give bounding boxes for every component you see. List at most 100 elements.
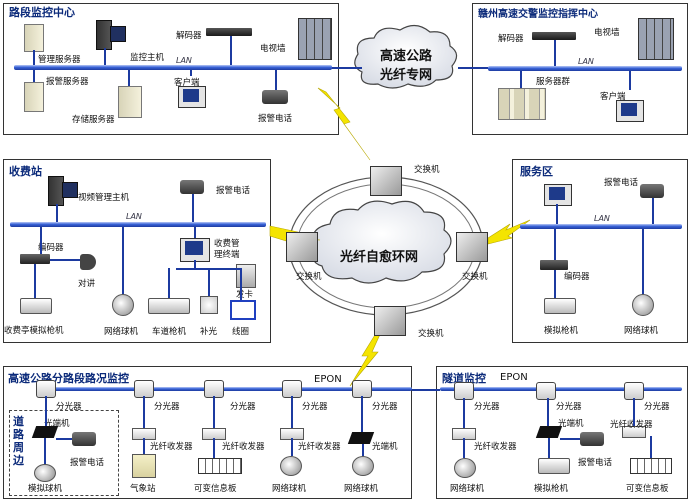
ring-cloud-label: 光纤自愈环网 [340, 250, 419, 265]
ring-cloud [311, 200, 452, 284]
tunnel-alarm-phone-label: 报警电话 [578, 458, 613, 468]
service-alarm-phone-label: 报警电话 [604, 178, 639, 188]
server-group-icon [498, 88, 546, 120]
alarm-phone-icon [262, 90, 288, 104]
switch-left-label: 交换机 [296, 272, 322, 282]
coil-icon [230, 300, 256, 320]
roadside-char-1: 道 [13, 415, 24, 428]
highway-epon-bus [54, 387, 412, 391]
highway-monitor-title: 高速公路分路段路况监控 [8, 372, 129, 385]
roadside-char-2: 路 [13, 428, 24, 441]
highway-dome-2-icon [352, 456, 374, 476]
video-host-screen-icon [62, 182, 78, 198]
fill-light-label: 补光 [200, 327, 218, 337]
service-encoder-label: 编码器 [564, 272, 590, 282]
highway-onu-2-label: 光端机 [372, 442, 398, 452]
command-tv-wall-label: 电视墙 [594, 28, 620, 38]
service-lan-label: LAN [594, 214, 610, 223]
command-lan-bus [488, 66, 682, 71]
splitter-4-label: 分光器 [302, 402, 328, 412]
coil-label: 线圈 [232, 327, 250, 337]
toll-station-title: 收费站 [9, 165, 42, 178]
fiber-net-cloud-line1: 高速公路 [380, 49, 433, 64]
lane-camera-label: 车道枪机 [152, 327, 187, 337]
storage-server-label: 存储服务器 [72, 115, 115, 125]
mgmt-server-label: 管理服务器 [38, 55, 81, 65]
tunnel-vms-label: 可变信息板 [626, 484, 669, 494]
center-decoder-label: 解码器 [176, 31, 202, 41]
toll-alarm-phone-label: 报警电话 [216, 186, 251, 196]
switch-right-icon [456, 232, 488, 262]
service-dome-icon [632, 294, 654, 316]
intercom-icon [80, 254, 96, 270]
highway-analog-camera-label: 模拟球机 [28, 484, 63, 494]
switch-bottom-icon [374, 306, 406, 336]
highway-dome-1-icon [280, 456, 302, 476]
splitter-5-label: 分光器 [372, 402, 398, 412]
video-host-label: 视频管理主机 [78, 193, 130, 203]
command-center-title: 赣州高速交警监控指挥中心 [478, 9, 598, 20]
storage-server-icon [118, 86, 142, 118]
splitter-2-label: 分光器 [154, 402, 180, 412]
highway-analog-camera-icon [34, 464, 56, 482]
fill-light-icon [200, 296, 218, 314]
command-client-screen-icon [621, 103, 637, 116]
tv-wall-icon [298, 18, 332, 60]
tunnel-splitter-3-label: 分光器 [644, 402, 670, 412]
command-lan-label: LAN [578, 57, 594, 66]
weather-station-label: 气象站 [130, 484, 156, 494]
alarm-server-icon [24, 82, 44, 112]
center-tv-wall-label: 电视墙 [260, 44, 286, 54]
center-alarm-phone-label: 报警电话 [258, 114, 293, 124]
toll-terminal-label-1: 收费管 [214, 239, 240, 249]
mgmt-server-icon [24, 24, 44, 52]
toll-dome-label: 网络球机 [104, 327, 139, 337]
center-lan-label: LAN [176, 56, 192, 65]
roadside-dashed-box [9, 410, 119, 496]
highway-onu-1-label: 光端机 [44, 419, 70, 429]
toll-alarm-phone-icon [180, 180, 204, 194]
toll-dome-icon [112, 294, 134, 316]
roadside-char-3: 周 [13, 441, 24, 454]
service-analog-camera-icon [544, 298, 576, 314]
toll-lan-bus [10, 222, 266, 227]
monitoring-center-title: 路段监控中心 [9, 6, 75, 19]
weather-station-icon [132, 454, 156, 478]
highway-vms-label: 可变信息板 [194, 484, 237, 494]
command-decoder-icon [532, 32, 576, 40]
command-tv-wall-icon [638, 18, 674, 60]
monitor-host-screen-icon [110, 26, 126, 42]
link-flash-epon [349, 329, 383, 387]
tunnel-splitter-2-label: 分光器 [556, 402, 582, 412]
tunnel-fiber-tx-2-icon [622, 426, 646, 438]
switch-bottom-label: 交换机 [418, 329, 444, 339]
toll-terminal-screen-icon [185, 241, 203, 255]
highway-alarm-phone-label: 报警电话 [70, 458, 105, 468]
tunnel-analog-camera-icon [538, 458, 570, 474]
splitter-1-label: 分光器 [56, 402, 82, 412]
service-alarm-phone-icon [640, 184, 664, 198]
highway-onu-2-icon [347, 432, 375, 444]
tunnel-splitter-1-label: 分光器 [474, 402, 500, 412]
decoder-icon [206, 28, 252, 36]
toll-lan-label: LAN [126, 212, 142, 221]
highway-fiber-tx-2-label: 光纤收发器 [222, 442, 265, 452]
service-dome-label: 网络球机 [624, 326, 659, 336]
booth-camera-label: 收费亭模拟枪机 [4, 326, 64, 336]
highway-dome-2-label: 网络球机 [344, 484, 379, 494]
tunnel-dome-icon [454, 458, 476, 478]
command-client-label: 客户端 [600, 92, 626, 102]
center-client-label: 客户端 [174, 78, 200, 88]
tunnel-epon-bus [440, 387, 682, 391]
center-lan-bus [14, 65, 332, 70]
switch-left-icon [286, 232, 318, 262]
monitor-host-label: 监控主机 [130, 53, 165, 63]
switch-right-label: 交换机 [462, 272, 488, 282]
service-lan-bus [520, 224, 682, 229]
splitter-3-label: 分光器 [230, 402, 256, 412]
tunnel-onu-label: 光端机 [558, 419, 584, 429]
server-group-label: 服务器群 [536, 77, 571, 87]
roadside-char-4: 边 [13, 454, 24, 467]
highway-fiber-tx-1-label: 光纤收发器 [150, 442, 193, 452]
client-pc-screen-icon [183, 89, 199, 102]
